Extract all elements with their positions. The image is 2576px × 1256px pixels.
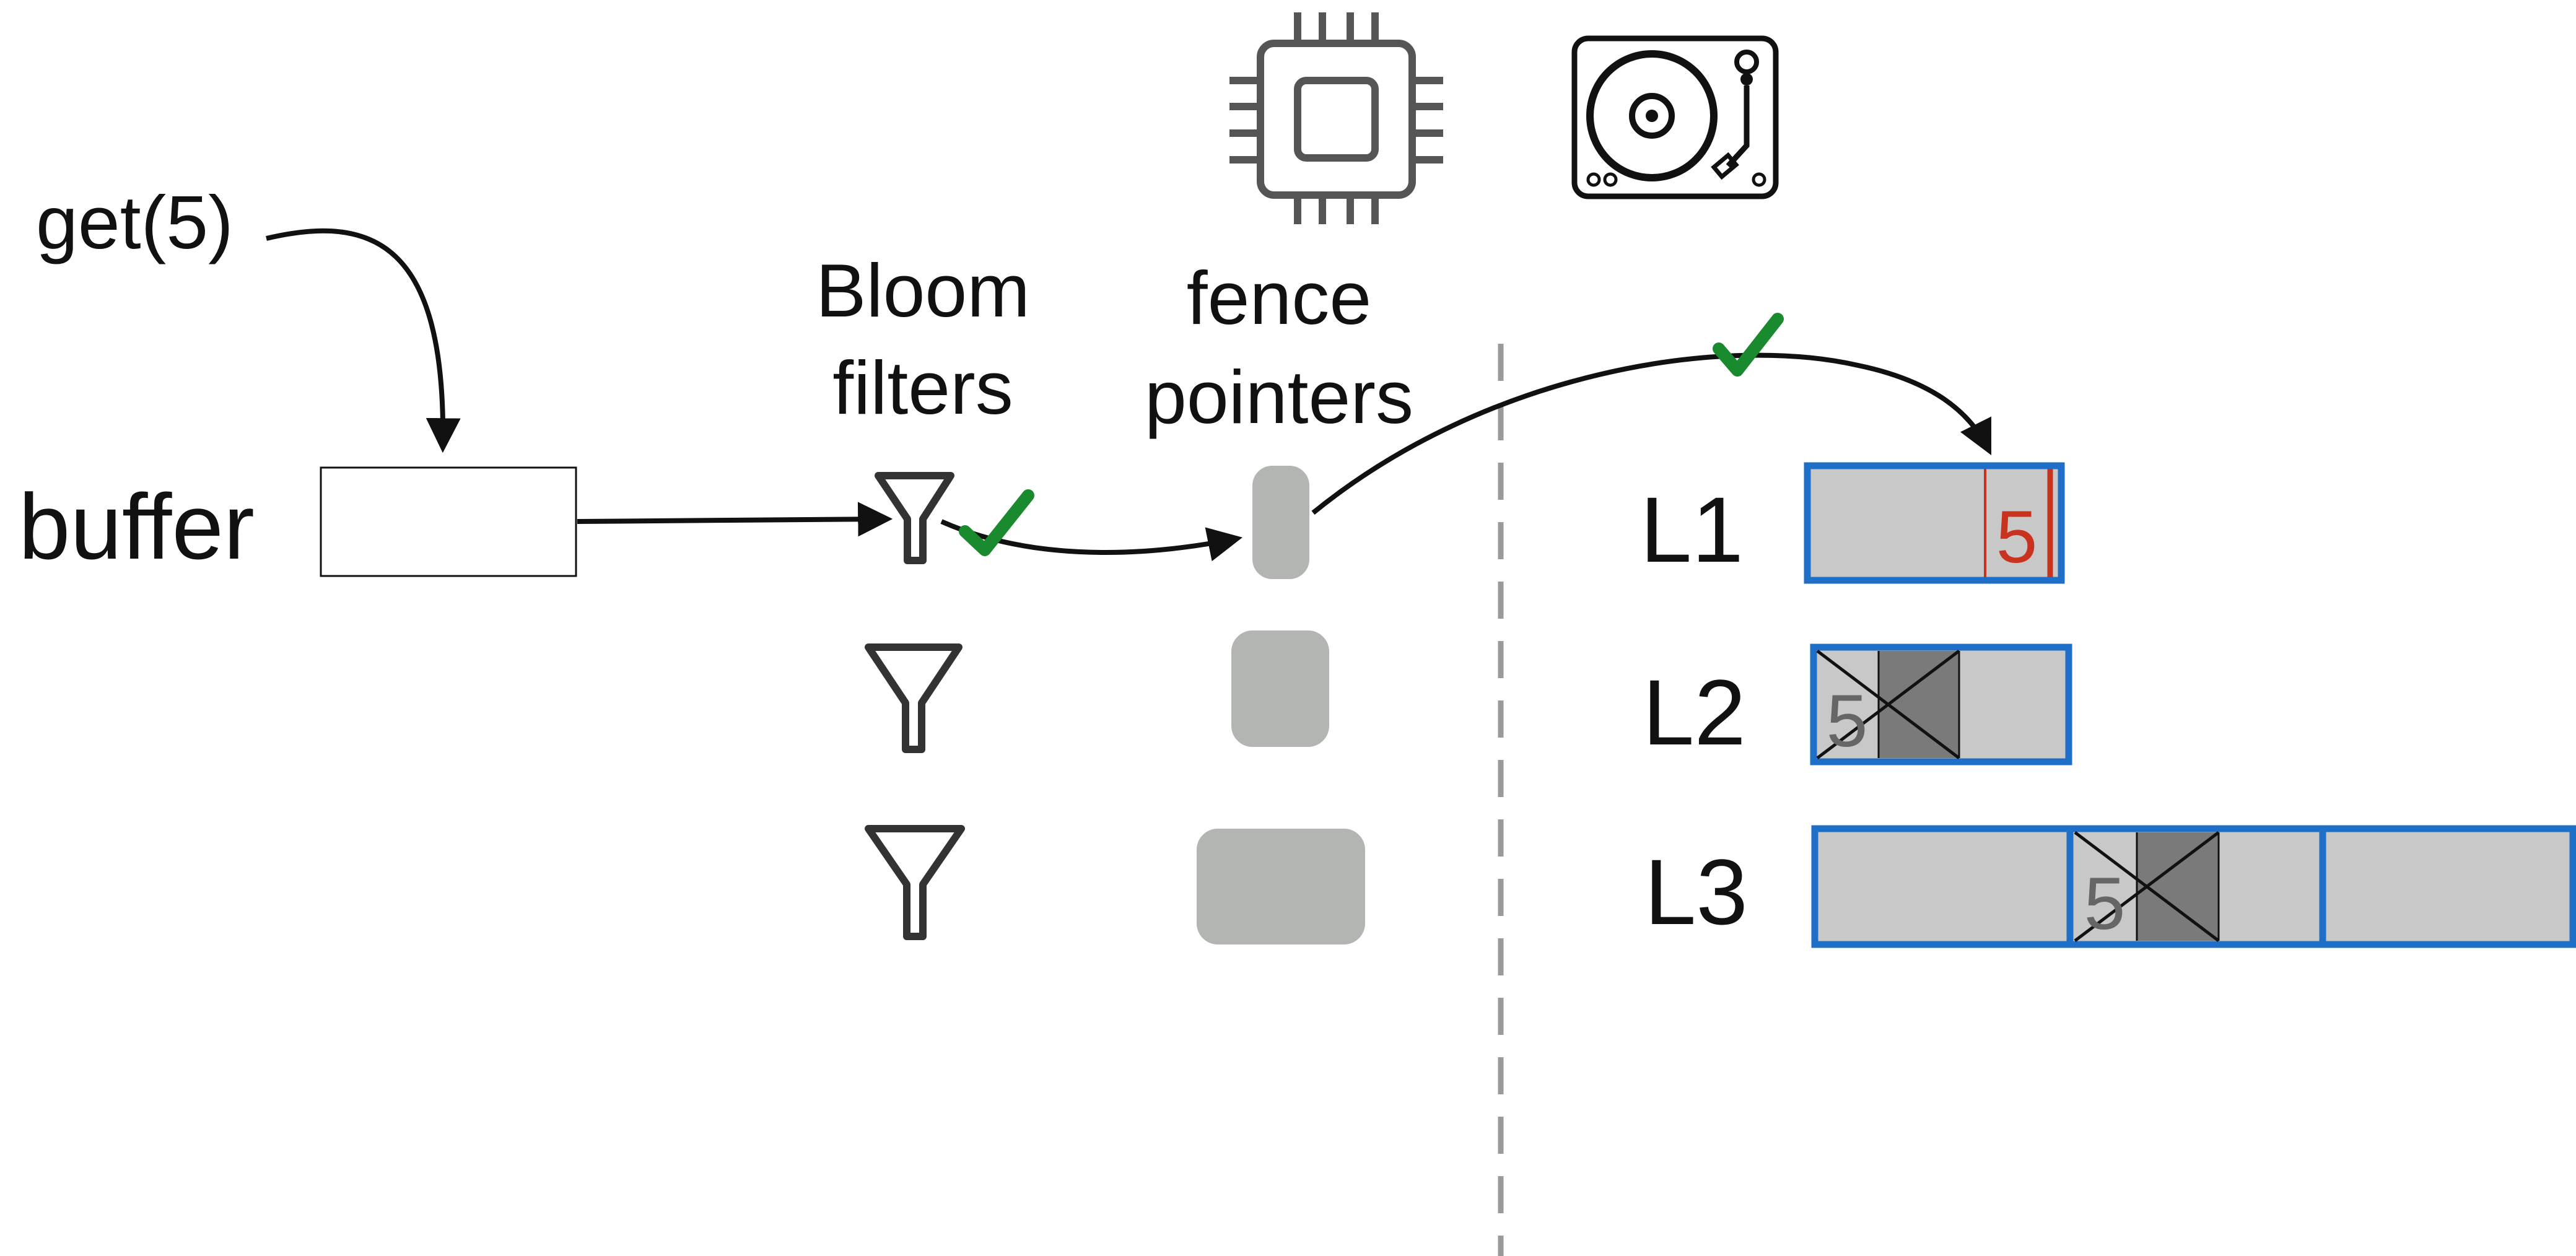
funnel-icon (865, 825, 965, 940)
funnel-icon (865, 643, 963, 753)
green-checkmark-icon (959, 489, 1034, 556)
buffer-to-filter-arrow (577, 502, 893, 537)
level-l2-label: L2 (1643, 660, 1746, 764)
buffer-label: buffer (19, 474, 255, 578)
fence-pointers-header-line2: pointers (1144, 355, 1414, 439)
level-l1-label: L1 (1640, 478, 1744, 582)
fence-pointers-header-line1: fence (1186, 256, 1372, 340)
level-l3-label: L3 (1644, 840, 1748, 944)
level-l2-run (1810, 643, 2072, 765)
fence-pointer-l3 (1197, 829, 1365, 944)
level-l3-run (1811, 825, 2576, 948)
query-arrow (266, 228, 461, 453)
query-label: get(5) (36, 180, 234, 264)
cpu-chip-icon (1229, 12, 1443, 224)
bloom-filters-header-line1: Bloom (816, 248, 1030, 333)
fence-to-l1-arrow (1311, 352, 1992, 515)
green-checkmark-icon (1713, 313, 1784, 377)
fence-pointer-l1 (1252, 466, 1309, 579)
level-l1-run (1804, 462, 2065, 584)
funnel-icon (875, 472, 954, 564)
disk-turntable-icon (1571, 35, 1779, 199)
l1-key-value: 5 (1996, 495, 2038, 578)
l3-crossed-key-value: 5 (2084, 862, 2126, 945)
l2-crossed-key-value: 5 (1827, 679, 1868, 762)
bloom-filters-header-line2: filters (832, 346, 1013, 430)
fence-pointer-l2 (1231, 630, 1329, 747)
buffer-box (320, 466, 577, 577)
